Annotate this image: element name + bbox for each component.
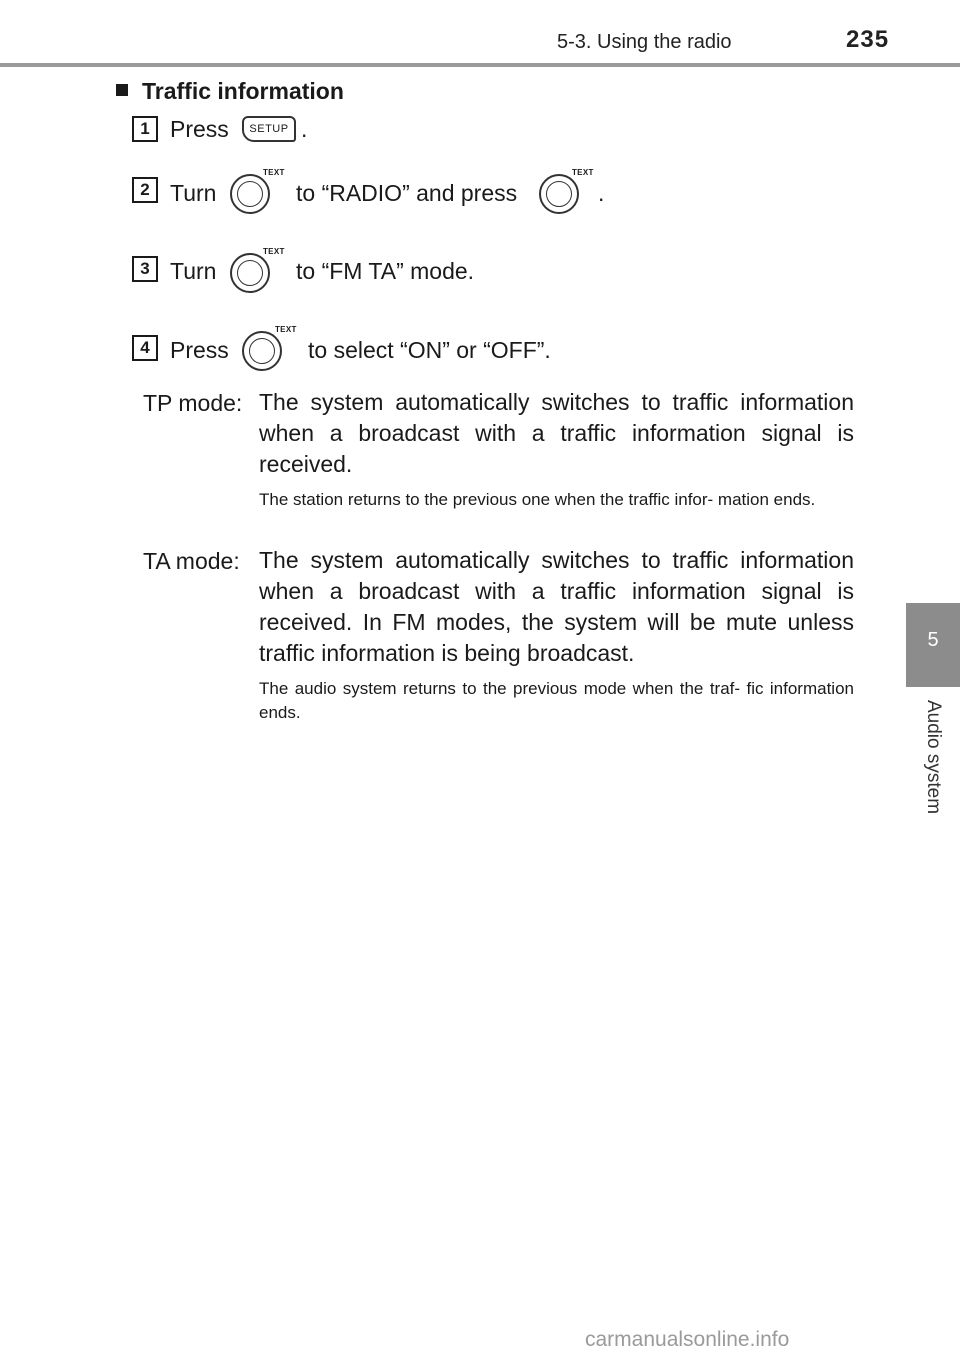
page-number: 235 — [846, 26, 890, 53]
step-text: to “RADIO” and press — [296, 180, 518, 206]
step-number-badge: 1 — [132, 116, 158, 142]
step-text: Turn — [170, 258, 217, 284]
section-heading: Traffic information — [116, 78, 344, 105]
step-text: to “FM TA” mode. — [296, 258, 475, 284]
header-divider — [0, 63, 960, 67]
mode-note: The audio system returns to the previous… — [259, 679, 854, 722]
mode-label: TP mode: — [143, 390, 243, 416]
step-number-badge: 2 — [132, 177, 158, 203]
step-text: Press — [170, 337, 229, 363]
step-text: to select “ON” or “OFF”. — [308, 337, 551, 363]
chapter-tab: 5 — [906, 603, 960, 687]
tune-knob-icon: TEXT — [539, 168, 595, 218]
step-text: . — [301, 116, 308, 142]
knob-label: TEXT — [263, 247, 285, 256]
knob-label: TEXT — [263, 168, 285, 177]
mode-description: The system automatically switches to tra… — [259, 547, 854, 666]
mode-note: The station returns to the previous one … — [259, 490, 816, 509]
tune-knob-icon: TEXT — [230, 168, 286, 218]
chapter-title: Audio system — [923, 700, 944, 815]
mode-description: The system automatically switches to tra… — [259, 389, 854, 477]
tune-knob-icon: TEXT — [230, 247, 286, 297]
step-text: . — [598, 180, 605, 206]
chapter-number: 5 — [927, 629, 939, 651]
setup-button-icon: SETUP — [242, 116, 296, 142]
step-number-badge: 4 — [132, 335, 158, 361]
mode-label: TA mode: — [143, 548, 240, 574]
tune-knob-icon: TEXT — [242, 325, 298, 375]
step-text: Turn — [170, 180, 217, 206]
knob-label: TEXT — [572, 168, 594, 177]
step-number-badge: 3 — [132, 256, 158, 282]
step-text: Press — [170, 116, 229, 142]
watermark-text: carmanualsonline.info — [585, 1328, 790, 1351]
knob-label: TEXT — [275, 325, 297, 334]
bullet-square-icon — [116, 84, 128, 96]
section-title: 5-3. Using the radio — [557, 31, 732, 53]
